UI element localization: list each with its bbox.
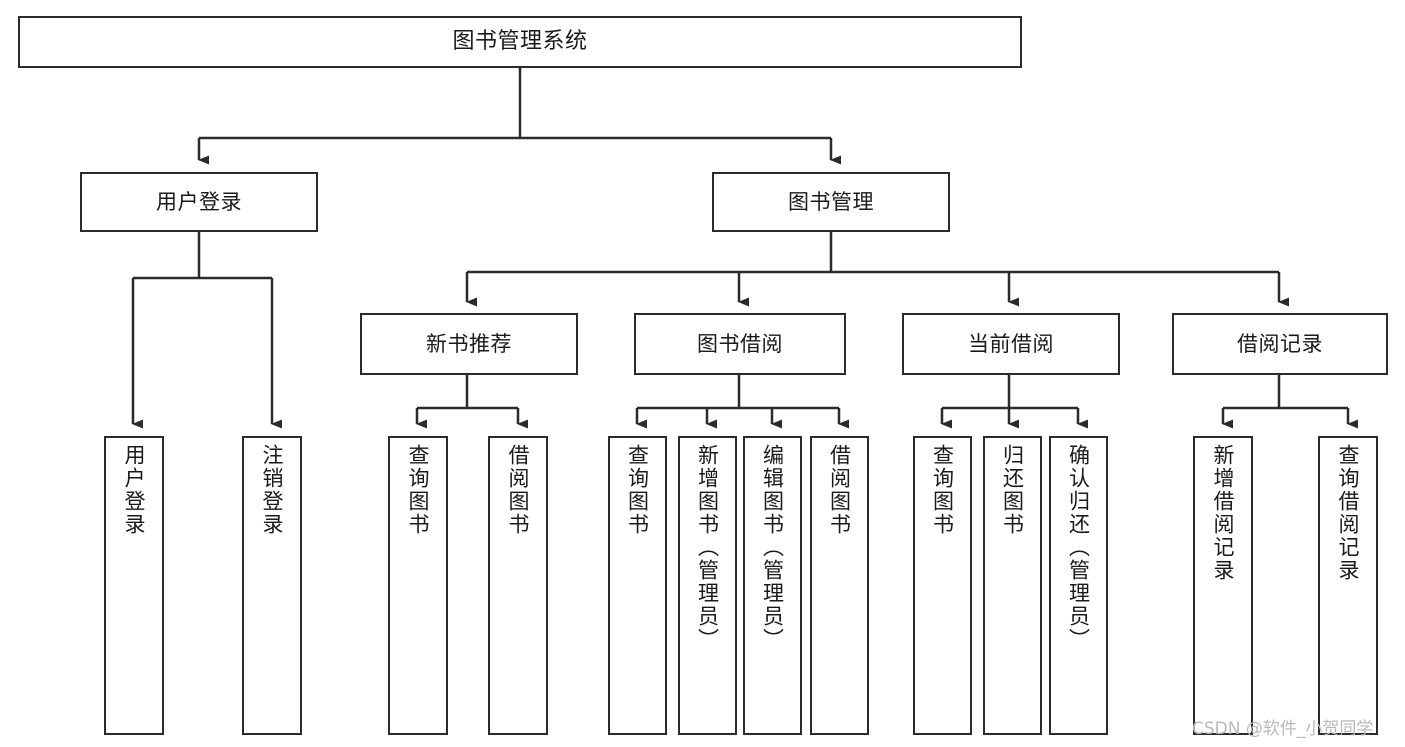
node-label: 当前借阅: [968, 331, 1054, 356]
leaf-borrow-record-query-record[interactable]: 查询借阅记录: [1318, 436, 1378, 735]
node-borrow-record[interactable]: 借阅记录: [1172, 313, 1388, 375]
node-current-borrow[interactable]: 当前借阅: [902, 313, 1120, 375]
node-label: 借阅图书: [506, 444, 531, 536]
node-new-book-recommend[interactable]: 新书推荐: [360, 313, 578, 375]
node-label: 确认归还（管理员）: [1066, 444, 1091, 651]
leaf-book-borrow-add-book-admin[interactable]: 新增图书（管理员）: [678, 436, 737, 735]
leaf-new-book-query-book[interactable]: 查询图书: [388, 436, 448, 735]
node-book-management[interactable]: 图书管理: [712, 172, 950, 232]
node-label: 归还图书: [1000, 444, 1025, 536]
node-label: 图书借阅: [697, 331, 783, 356]
leaf-user-login-signout[interactable]: 注销登录: [242, 436, 302, 735]
node-label: 新增图书（管理员）: [695, 444, 720, 651]
leaf-current-borrow-return-book[interactable]: 归还图书: [983, 436, 1042, 735]
node-label: 查询图书: [625, 444, 650, 536]
node-label: 查询图书: [406, 444, 431, 536]
leaf-user-login-signin[interactable]: 用户登录: [104, 436, 164, 735]
watermark-text: CSDN @软件_小贺同学: [1192, 719, 1374, 739]
node-label: 查询图书: [930, 444, 955, 536]
leaf-book-borrow-borrow-book[interactable]: 借阅图书: [810, 436, 869, 735]
node-label: 图书管理: [788, 189, 874, 214]
leaf-book-borrow-edit-book-admin[interactable]: 编辑图书（管理员）: [743, 436, 802, 735]
leaf-current-borrow-query-book[interactable]: 查询图书: [913, 436, 972, 735]
node-label: 新增借阅记录: [1211, 444, 1236, 582]
node-label: 注销登录: [260, 444, 285, 536]
node-label: 借阅图书: [827, 444, 852, 536]
node-label: 新书推荐: [426, 331, 512, 356]
leaf-book-borrow-query-book[interactable]: 查询图书: [608, 436, 667, 735]
node-label: 用户登录: [122, 444, 147, 536]
leaf-borrow-record-add-record[interactable]: 新增借阅记录: [1193, 436, 1253, 735]
node-label: 编辑图书（管理员）: [760, 444, 785, 651]
node-label: 查询借阅记录: [1336, 444, 1361, 582]
node-label: 用户登录: [156, 189, 242, 214]
node-label: 借阅记录: [1237, 331, 1323, 356]
leaf-new-book-borrow-book[interactable]: 借阅图书: [488, 436, 548, 735]
leaf-current-borrow-confirm-return-admin[interactable]: 确认归还（管理员）: [1049, 436, 1108, 735]
node-user-login[interactable]: 用户登录: [80, 172, 318, 232]
node-book-borrow[interactable]: 图书借阅: [634, 313, 846, 375]
node-root-book-management-system[interactable]: 图书管理系统: [18, 16, 1022, 68]
node-label: 图书管理系统: [452, 29, 588, 55]
